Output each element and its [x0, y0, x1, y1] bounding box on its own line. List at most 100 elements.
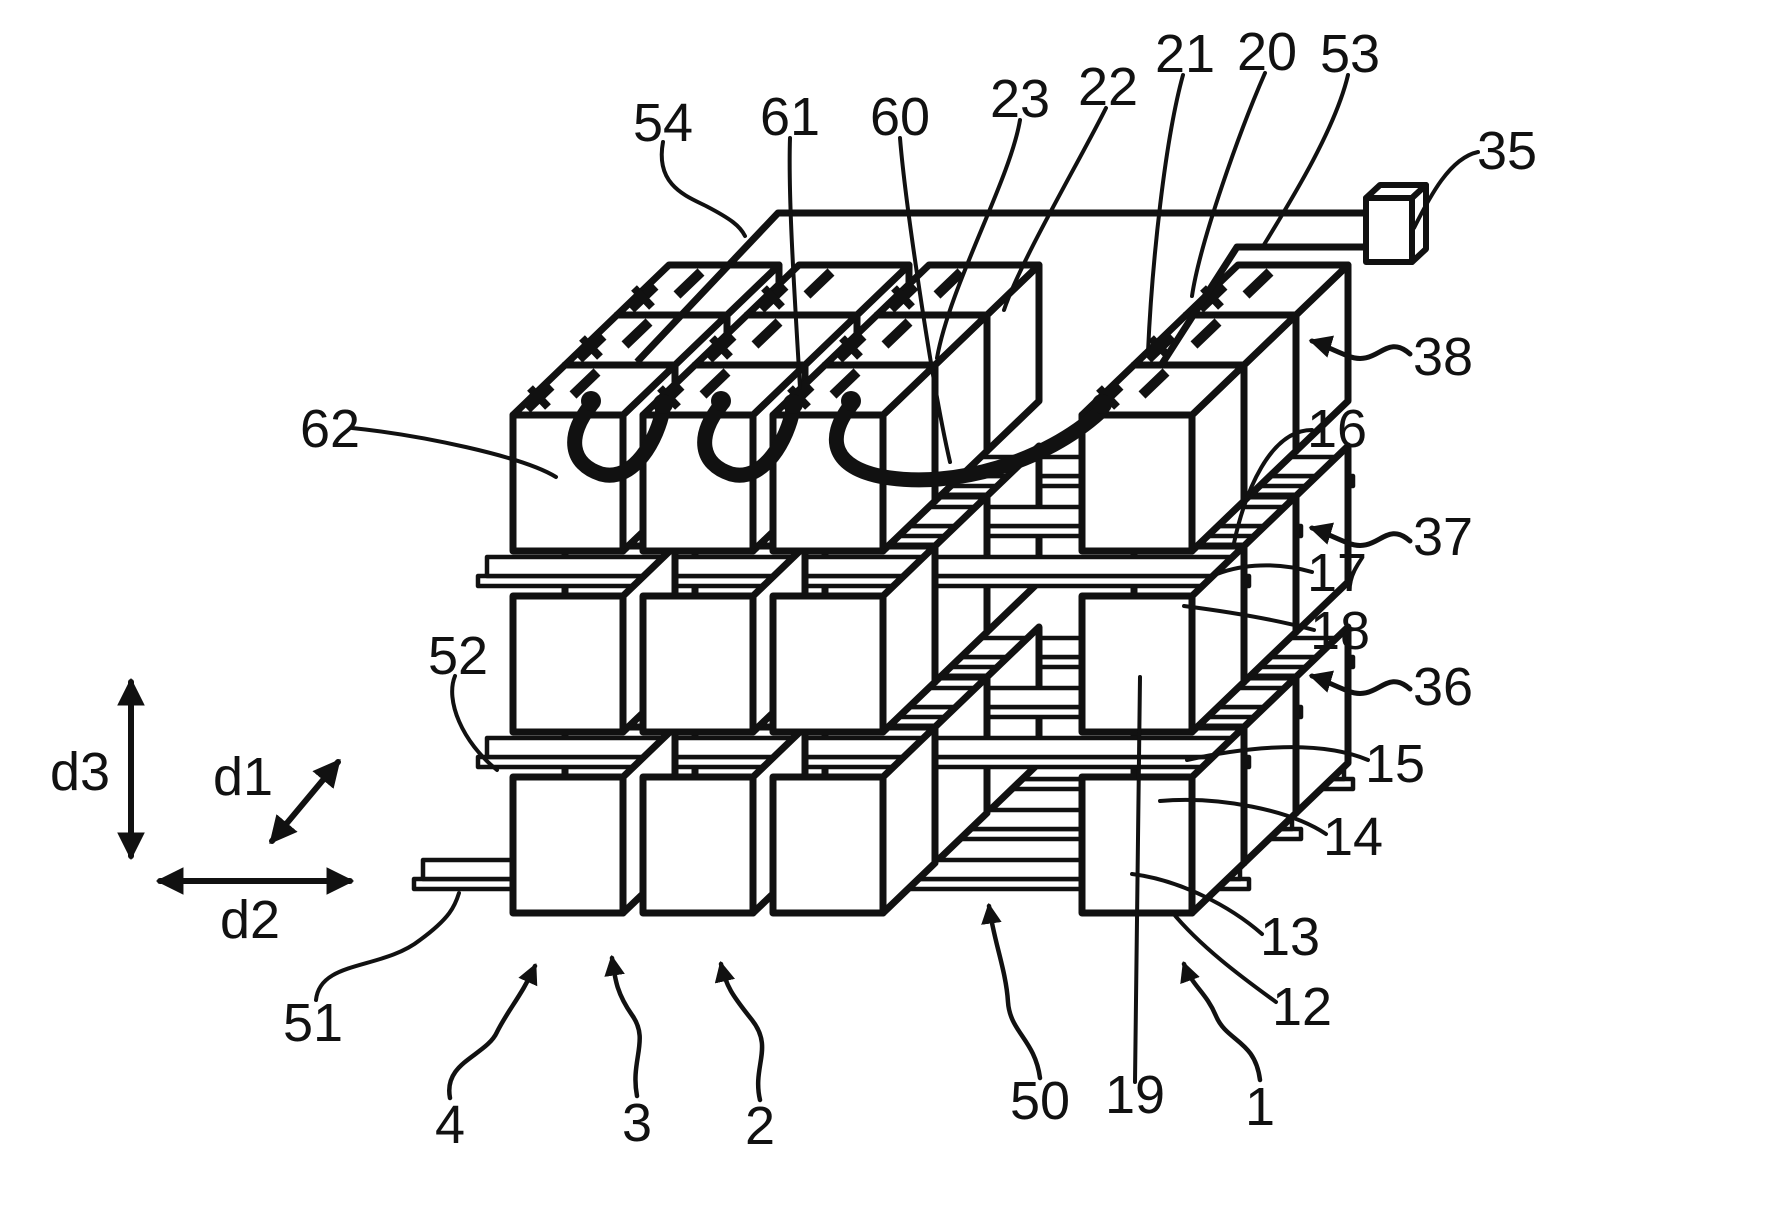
battery-cell-front — [769, 773, 887, 917]
col-arrow-3 — [604, 954, 642, 1099]
leader-15 — [1185, 745, 1370, 762]
cell-terminal-negative-icon — [1138, 368, 1170, 399]
battery-cell-front — [639, 773, 757, 917]
leader-52 — [450, 674, 499, 772]
leader-51 — [314, 891, 461, 1002]
ref-label-54: 54 — [633, 93, 693, 153]
leader-53 — [1260, 73, 1350, 250]
ref-label-16: 16 — [1307, 399, 1367, 459]
ref-label-1: 1 — [1245, 1077, 1275, 1137]
axis-label-d2: d2 — [220, 890, 280, 950]
cell-terminal-negative-icon — [803, 268, 835, 299]
d1-arrow — [269, 758, 341, 845]
battery-cell-front — [509, 773, 627, 917]
support-rail — [484, 554, 1243, 579]
leader-61 — [787, 136, 802, 390]
row-arrow-38 — [1308, 335, 1413, 361]
leader-60 — [898, 136, 952, 464]
cell-terminal-cross-icon — [527, 385, 551, 410]
ref-label-53: 53 — [1320, 24, 1380, 84]
leader-12 — [1170, 910, 1278, 1004]
ref-label-13: 13 — [1260, 907, 1320, 967]
battery-cell-front — [509, 592, 627, 736]
cable-lug — [841, 391, 861, 411]
leader-19 — [1133, 675, 1142, 1084]
cell-terminal-negative-icon — [933, 268, 965, 299]
col-arrow-1 — [1180, 961, 1263, 1083]
leader-54 — [659, 140, 747, 238]
sense-wiring — [634, 182, 1429, 369]
ref-label-36: 36 — [1413, 657, 1473, 717]
reference-labels: 54 61 60 23 22 21 20 53 35 38 62 16 37 1… — [50, 22, 1537, 1156]
cell-terminal-negative-icon — [621, 318, 653, 349]
ref-label-35: 35 — [1477, 121, 1537, 181]
cell-terminal-cross-icon — [709, 335, 733, 360]
cell-terminal-cross-icon — [579, 335, 603, 360]
ref-label-23: 23 — [990, 69, 1050, 129]
ref-label-17: 17 — [1307, 543, 1367, 603]
cable-lug — [711, 391, 731, 411]
ref-label-60: 60 — [870, 87, 930, 147]
connector-box-35 — [1363, 182, 1429, 265]
ref-label-21: 21 — [1155, 24, 1215, 84]
cell-terminal-negative-icon — [829, 368, 861, 399]
col-arrow-4 — [447, 963, 538, 1101]
cell-terminal-cross-icon — [631, 285, 655, 310]
cell-terminal-negative-icon — [699, 368, 731, 399]
cable-lug — [653, 394, 673, 414]
ref-label-18: 18 — [1310, 601, 1370, 661]
leader-17 — [1210, 563, 1314, 578]
cable-lug — [783, 394, 803, 414]
ref-label-14: 14 — [1323, 807, 1383, 867]
battery-cell-front — [1078, 592, 1196, 736]
ref-label-37: 37 — [1413, 507, 1473, 567]
leader-18 — [1182, 604, 1316, 632]
cable-60-loop — [828, 397, 1108, 488]
ref-label-4: 4 — [435, 1095, 465, 1155]
leader-62 — [350, 426, 558, 479]
cell-terminal-cross-icon — [761, 285, 785, 310]
leader-14 — [1158, 797, 1328, 836]
ref-label-51: 51 — [283, 993, 343, 1053]
direction-axes — [117, 677, 355, 895]
leader-21 — [1146, 73, 1185, 354]
ref-label-22: 22 — [1078, 57, 1138, 117]
ref-label-12: 12 — [1272, 977, 1332, 1037]
cable-lug — [1092, 394, 1112, 414]
axis-label-d3: d3 — [50, 742, 110, 802]
cell-terminal-cross-icon — [891, 285, 915, 310]
col-arrow-2 — [714, 960, 765, 1103]
leader-lines — [314, 71, 1480, 1084]
ref-label-15: 15 — [1365, 734, 1425, 794]
battery-cell-front — [1078, 411, 1196, 555]
column-arrows — [447, 902, 1263, 1103]
row-arrow-37 — [1308, 522, 1413, 548]
ref-label-2: 2 — [745, 1096, 775, 1156]
cell-terminal-negative-icon — [751, 318, 783, 349]
cell-terminal-negative-icon — [673, 268, 705, 299]
ref-label-61: 61 — [760, 87, 820, 147]
cell-terminal-cross-icon — [839, 335, 863, 360]
ref-label-3: 3 — [622, 1093, 652, 1153]
cell-terminal-negative-icon — [1190, 318, 1222, 349]
leader-16 — [1232, 428, 1314, 545]
cable-61-loop — [697, 397, 801, 483]
leader-22 — [1002, 106, 1108, 312]
wire-54 — [634, 209, 1366, 365]
ref-label-62: 62 — [300, 399, 360, 459]
cell-terminal-negative-icon — [1242, 268, 1274, 299]
leader-23 — [935, 118, 1022, 360]
leader-35 — [1412, 150, 1480, 230]
cable-62-loop — [567, 397, 671, 483]
battery-pack-structure — [411, 261, 1356, 917]
battery-cell-front — [769, 592, 887, 736]
ref-label-38: 38 — [1413, 327, 1473, 387]
cell-terminal-negative-icon — [569, 368, 601, 399]
cable-lug — [581, 391, 601, 411]
ref-label-52: 52 — [428, 626, 488, 686]
cell-terminal-negative-icon — [881, 318, 913, 349]
ref-label-50: 50 — [1010, 1071, 1070, 1131]
support-rail — [484, 735, 1243, 760]
